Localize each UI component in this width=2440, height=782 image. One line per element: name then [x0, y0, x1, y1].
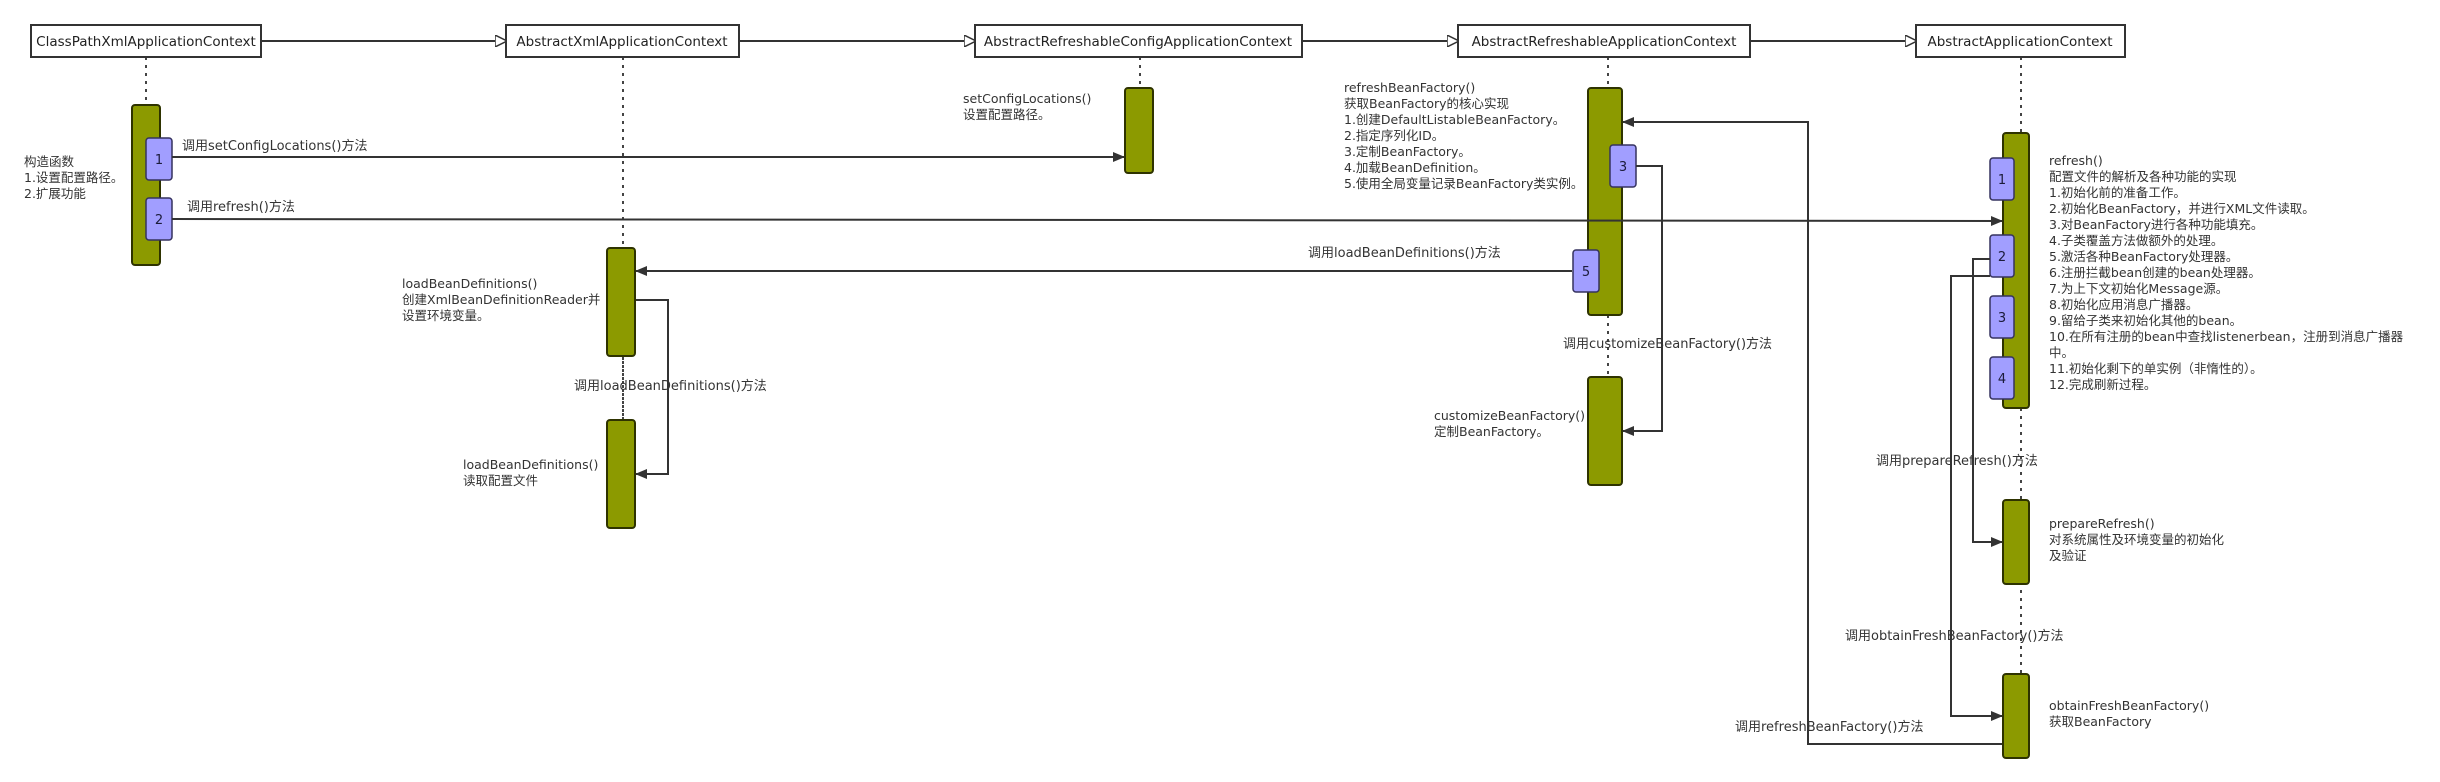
note-refresh: refresh() 配置文件的解析及各种功能的实现 1.初始化前的准备工作。 2… [2049, 153, 2407, 392]
sub-activation-1[interactable] [1989, 157, 2015, 201]
message-label: 调用prepareRefresh()方法 [1876, 453, 2038, 469]
activation-setconfiglocations[interactable] [1124, 87, 1154, 174]
note-loadbeandefinitions-read: loadBeanDefinitions() 读取配置文件 [463, 457, 602, 488]
participant-refreshable[interactable]: AbstractRefreshableApplicationContext [1457, 24, 1751, 58]
note-customizebeanfactory: customizeBeanFactory() 定制BeanFactory。 [1434, 408, 1589, 439]
participant-classpathxml[interactable]: ClassPathXmlApplicationContext [30, 24, 262, 58]
participant-label: ClassPathXmlApplicationContext [36, 34, 256, 50]
sub-activation-number: 2 [155, 213, 163, 228]
message-label: 调用refreshBeanFactory()方法 [1735, 719, 1923, 735]
sub-activation-number: 2 [1998, 250, 2006, 265]
message-label: 调用obtainFreshBeanFactory()方法 [1845, 628, 2063, 644]
sub-activation-2[interactable] [1989, 234, 2015, 278]
participant-label: AbstractRefreshableConfigApplicationCont… [984, 34, 1292, 50]
message-refreshbeanfactory[interactable] [1622, 117, 2002, 745]
activation-obtainfreshbeanfactory[interactable] [2002, 673, 2030, 759]
message-label: 调用loadBeanDefinitions()方法 [574, 378, 767, 394]
participant-label: AbstractRefreshableApplicationContext [1472, 34, 1737, 50]
message-preparerefresh[interactable] [1972, 258, 2003, 547]
message-label: 调用setConfigLocations()方法 [182, 138, 367, 154]
message-refresh[interactable] [171, 215, 2003, 226]
message-label: 调用customizeBeanFactory()方法 [1563, 336, 1772, 352]
activation-loadbeandefinitions-xml[interactable] [606, 247, 636, 357]
activation-loadbeandefinitions-read[interactable] [606, 419, 636, 529]
note-loadbeandefinitions-xml: loadBeanDefinitions() 创建XmlBeanDefinitio… [402, 276, 604, 323]
sub-activation-number: 5 [1582, 265, 1590, 280]
sub-activation-number: 4 [1998, 372, 2006, 387]
message-loadbeandefinitions-2[interactable] [635, 299, 669, 479]
message-label: 调用loadBeanDefinitions()方法 [1308, 245, 1501, 261]
sub-activation-3[interactable] [1989, 295, 2015, 339]
participant-label: AbstractXmlApplicationContext [516, 34, 727, 50]
activation-constructor[interactable] [131, 104, 161, 266]
activation-customizebeanfactory[interactable] [1587, 376, 1623, 486]
activation-preparerefresh[interactable] [2002, 499, 2030, 585]
sub-activation-4[interactable] [1989, 356, 2015, 400]
note-setconfiglocations: setConfigLocations() 设置配置路径。 [963, 91, 1095, 122]
note-obtainfreshbeanfactory: obtainFreshBeanFactory() 获取BeanFactory [2049, 698, 2213, 729]
message-customizebeanfactory[interactable] [1622, 165, 1663, 436]
note-refreshbeanfactory: refreshBeanFactory() 获取BeanFactory的核心实现 … [1344, 80, 1583, 191]
participant-label: AbstractApplicationContext [1928, 34, 2113, 50]
sub-activation-number: 3 [1619, 160, 1627, 175]
sub-activation-1[interactable] [145, 137, 173, 181]
note-constructor: 构造函数 1.设置配置路径。 2.扩展功能 [24, 154, 127, 201]
message-label: 调用refresh()方法 [187, 199, 295, 215]
note-preparerefresh: prepareRefresh() 对系统属性及环境变量的初始化 及验证 [2049, 516, 2228, 563]
participant-refreshableconfig[interactable]: AbstractRefreshableConfigApplicationCont… [974, 24, 1303, 58]
participant-abstractapp[interactable]: AbstractApplicationContext [1915, 24, 2126, 58]
sub-activation-5[interactable] [1572, 249, 1600, 293]
sub-activation-number: 3 [1998, 311, 2006, 326]
participant-abstractxml[interactable]: AbstractXmlApplicationContext [505, 24, 740, 58]
message-obtainfreshbeanfactory[interactable] [1950, 275, 2003, 721]
sub-activation-number: 1 [1998, 173, 2006, 188]
sub-activation-number: 1 [155, 153, 163, 168]
